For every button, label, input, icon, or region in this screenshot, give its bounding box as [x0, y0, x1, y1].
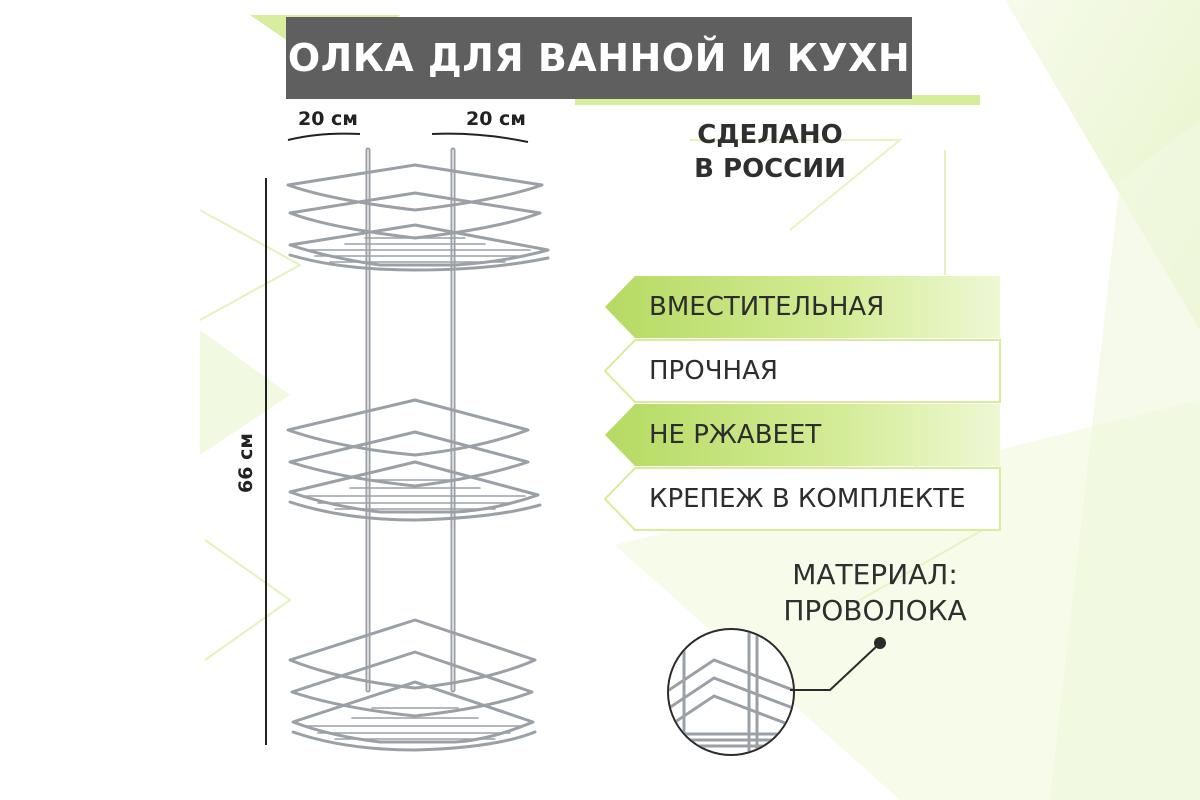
material-line-2: ПРОВОЛОКА — [783, 594, 967, 627]
title-banner: ПОЛКА ДЛЯ ВАННОЙ И КУХНИ — [256, 17, 942, 99]
width-left-label: 20 см — [298, 108, 358, 130]
feature-durable: ПРОЧНАЯ — [605, 340, 1000, 402]
width-right-label: 20 см — [466, 108, 526, 130]
page-title: ПОЛКА ДЛЯ ВАННОЙ И КУХНИ — [255, 36, 943, 80]
wire-detail-icon — [669, 630, 793, 754]
feature-label: ВМЕСТИТЕЛЬНАЯ — [649, 292, 885, 322]
origin-note: СДЕЛАНО В РОССИИ — [660, 118, 880, 186]
origin-line-1: СДЕЛАНО — [697, 120, 843, 150]
wire-detail-zoom — [667, 628, 795, 756]
origin-line-2: В РОССИИ — [694, 154, 846, 184]
material-note: МАТЕРИАЛ: ПРОВОЛОКА — [770, 557, 980, 629]
feature-rustproof: НЕ РЖАВЕЕТ — [605, 404, 1000, 466]
feature-label: НЕ РЖАВЕЕТ — [649, 420, 822, 450]
dimension-lines — [265, 132, 529, 745]
feature-mounting-included: КРЕПЕЖ В КОМПЛЕКТЕ — [605, 468, 1000, 530]
shelf-wire — [286, 147, 550, 752]
feature-label: КРЕПЕЖ В КОМПЛЕКТЕ — [649, 484, 966, 514]
feature-capacious: ВМЕСТИТЕЛЬНАЯ — [605, 276, 1000, 338]
material-line-1: МАТЕРИАЛ: — [792, 558, 958, 591]
feature-label: ПРОЧНАЯ — [649, 356, 778, 386]
